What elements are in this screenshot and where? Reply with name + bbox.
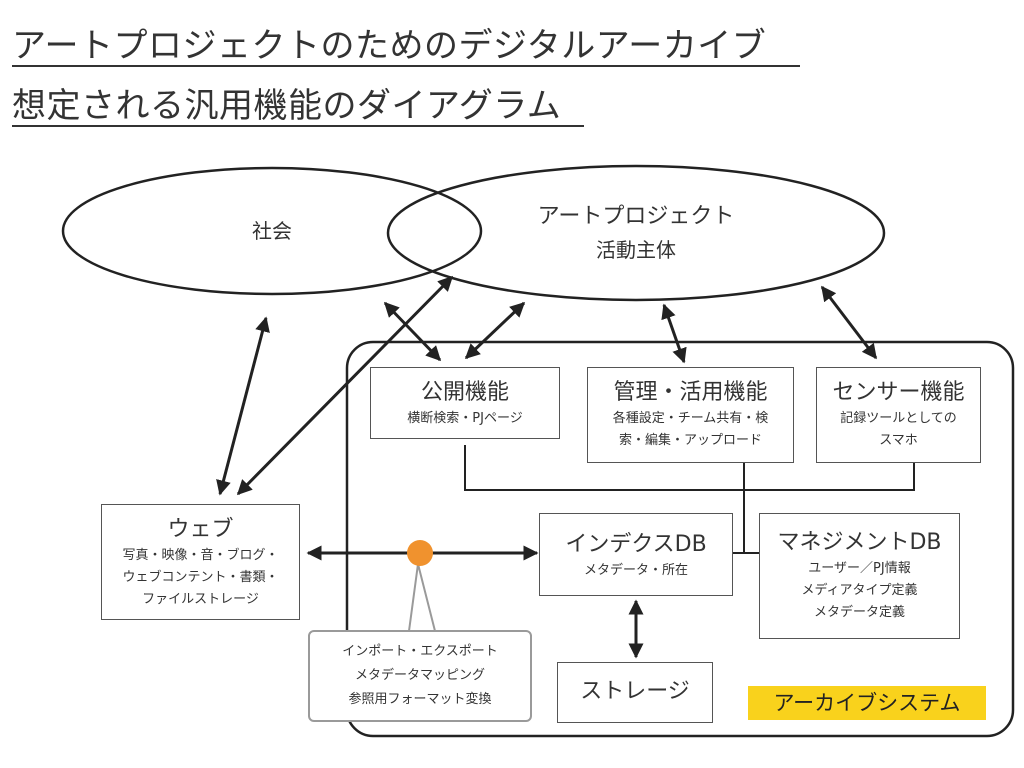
web-desc-2: ウェブコンテント・書類・ (122, 570, 279, 585)
sensor-function-title: センサー機能 (832, 380, 965, 405)
management-db-desc-2: メディアタイプ定義 (801, 583, 918, 598)
title-line-2: 想定される汎用機能のダイアグラム (12, 87, 584, 128)
management-function-box: 管理・活用機能 各種設定・チーム共有・検 索・編集・アップロード (587, 367, 794, 463)
management-db-desc-1: ユーザー／PJ情報 (808, 561, 911, 576)
arrow-society-web (216, 316, 270, 496)
callout-line-2: メタデータマッピング (354, 668, 485, 683)
web-desc-3: ファイルストレージ (142, 592, 259, 607)
arrow-society-public (383, 301, 442, 362)
import-export-callout: インポート・エクスポート メタデータマッピング 参照用フォーマット変換 (308, 630, 532, 722)
management-function-desc-2: 索・編集・アップロード (618, 433, 762, 448)
public-function-title: 公開機能 (420, 380, 509, 405)
callout-line-3: 参照用フォーマット変換 (348, 692, 492, 707)
sensor-function-desc-1: 記録ツールとしての (840, 411, 957, 426)
import-export-dot (407, 540, 433, 566)
society-label: 社会 (252, 219, 292, 243)
management-db-title: マネジメントDB (777, 530, 942, 555)
web-desc-1: 写真・映像・音・ブログ・ (122, 548, 279, 563)
storage-box: ストレージ (557, 662, 713, 723)
index-db-title: インデクスDB (565, 532, 707, 557)
callout-line-1: インポート・エクスポート (342, 644, 498, 659)
management-function-desc-1: 各種設定・チーム共有・検 (612, 411, 769, 426)
art-project-subtitle: 活動主体 (596, 238, 676, 262)
management-function-title: 管理・活用機能 (613, 380, 768, 405)
web-box: ウェブ 写真・映像・音・ブログ・ ウェブコンテント・書類・ ファイルストレージ (101, 504, 300, 620)
arrow-artproject-sensor (820, 285, 878, 360)
arrow-artproject-public (464, 301, 526, 360)
management-db-desc-3: メタデータ定義 (813, 605, 905, 620)
index-db-desc: メタデータ・所在 (583, 563, 688, 578)
public-function-desc: 横断検索・PJページ (407, 411, 523, 426)
sensor-function-desc-2: スマホ (879, 433, 918, 448)
connector-functions-bus (464, 445, 915, 491)
management-db-box: マネジメントDB ユーザー／PJ情報 メディアタイプ定義 メタデータ定義 (759, 513, 960, 639)
arrow-artproject-management (661, 303, 687, 364)
public-function-box: 公開機能 横断検索・PJページ (370, 367, 560, 439)
index-db-box: インデクスDB メタデータ・所在 (539, 513, 733, 596)
art-project-ellipse (386, 164, 886, 302)
art-project-title: アートプロジェクト (537, 204, 735, 229)
archive-system-label: アーカイブシステム (748, 686, 986, 720)
sensor-function-box: センサー機能 記録ツールとしての スマホ (816, 367, 981, 463)
web-title: ウェブ (167, 517, 234, 542)
callout-pointer (407, 563, 437, 632)
title-line-1: アートプロジェクトのためのデジタルアーカイブ (12, 27, 800, 68)
